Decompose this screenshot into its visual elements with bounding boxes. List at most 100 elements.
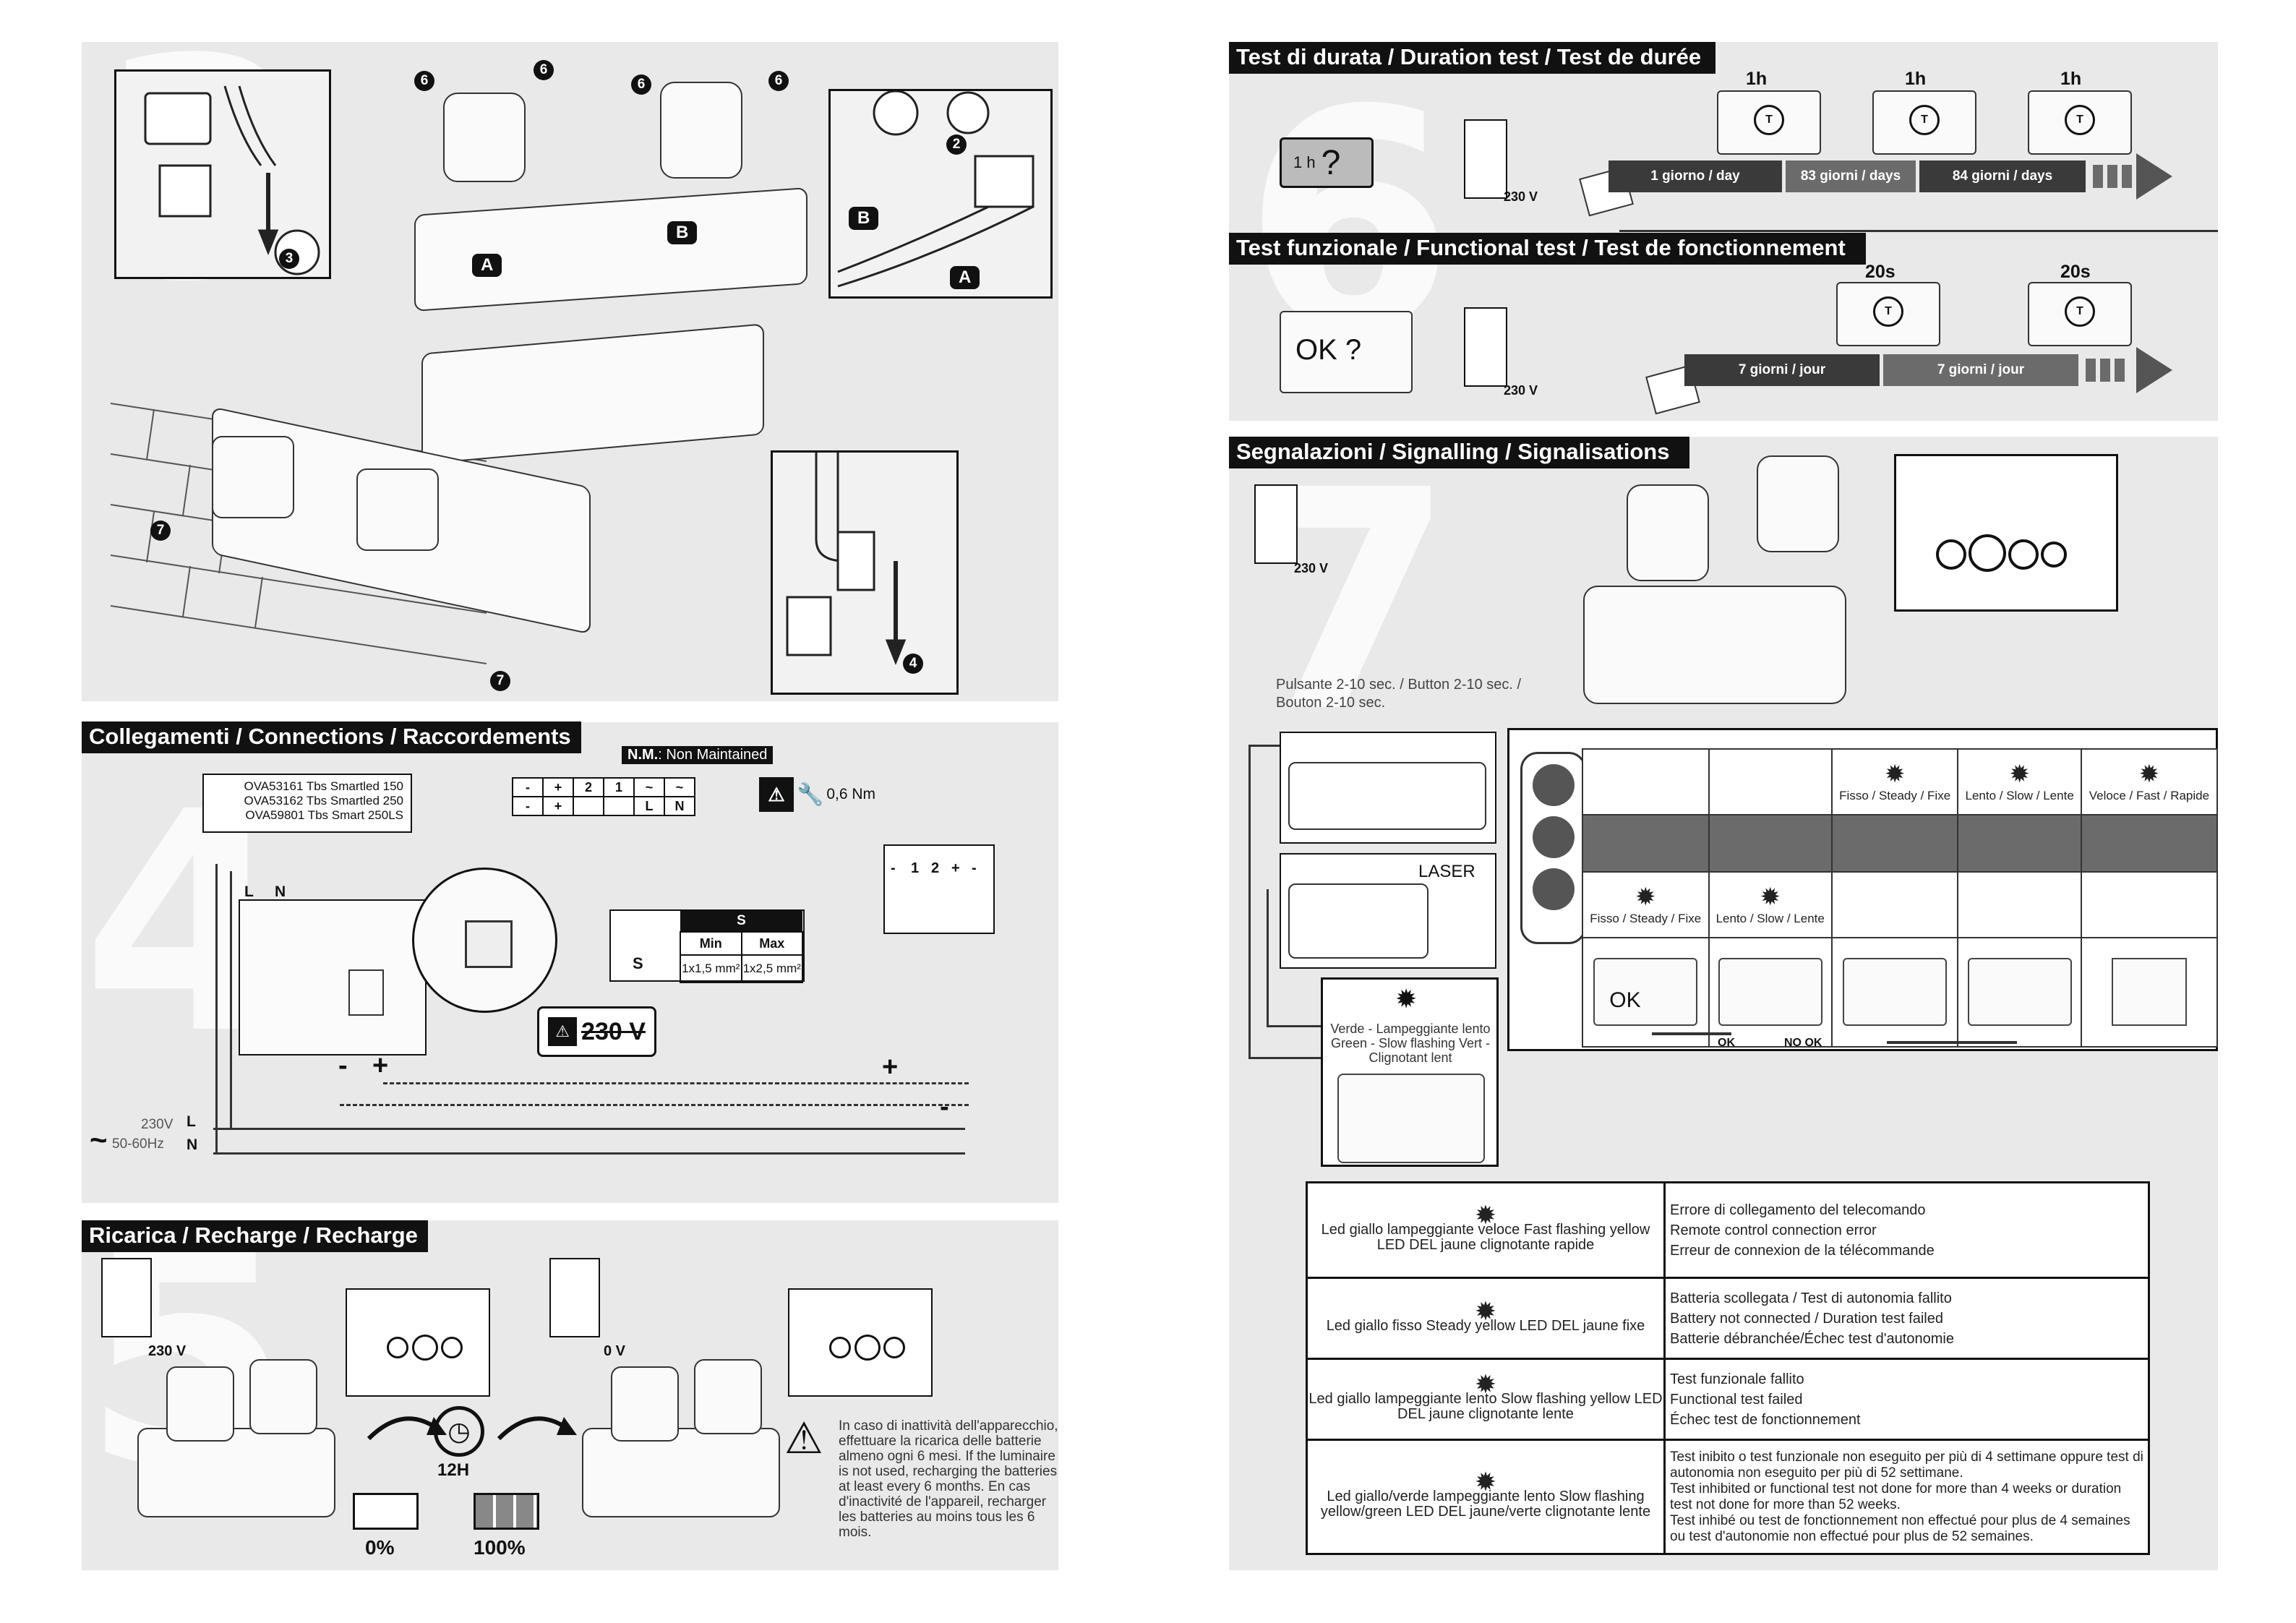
- marker-6: 6: [631, 74, 651, 95]
- plug-label: 2: [931, 860, 940, 876]
- model-item: OVA53162 Tbs Smartled 250: [244, 794, 403, 808]
- legend-meaning: Functional test failed: [1670, 1391, 1803, 1408]
- functional-bar-2: 7 giorni / jour: [1883, 354, 2078, 386]
- led-indicator: [829, 1337, 851, 1358]
- timeline-separator: [1619, 230, 2218, 232]
- luminaire-test-icon: [1337, 1074, 1485, 1163]
- feedback-arrow: [1887, 1041, 2017, 1044]
- signal-row-results: OK: [1582, 936, 2219, 1048]
- legend-meaning: Test inibito o test funzionale non esegu…: [1670, 1449, 2143, 1481]
- breaker-on: [101, 1258, 152, 1337]
- luminaire-test-icon: T: [1872, 90, 1976, 155]
- legend-led-desc: Led giallo/verde lampeggiante lento Slow…: [1320, 1489, 1651, 1520]
- led-indicator: [2041, 541, 2067, 568]
- legend-meaning-cell: Errore di collegamento del telecomando R…: [1663, 1181, 2150, 1279]
- timeline-arrow-icon: [2136, 153, 2172, 200]
- plug-label: +: [951, 860, 960, 876]
- functional-bar-1: 7 giorni / jour: [1684, 354, 1880, 386]
- legend-led-desc: Led giallo lampeggiante lento Slow flash…: [1308, 1391, 1663, 1422]
- marker-7: 7: [490, 671, 510, 691]
- marker-3: 3: [279, 249, 299, 269]
- terminal-cell: 2: [573, 777, 604, 797]
- wire-n-drop: [215, 864, 218, 1153]
- terminal-table: - + 2 1 ~ ~ - + L N: [512, 777, 695, 816]
- led-indicator: [2008, 539, 2039, 570]
- supply-frequency: 50-60Hz: [112, 1136, 164, 1152]
- wire-l: [213, 1128, 965, 1130]
- supply-voltage: 230V: [141, 1117, 174, 1132]
- bus-n-label: N: [187, 1136, 198, 1153]
- duration-bar-1: 1 giorno / day: [1609, 160, 1782, 192]
- signal-top-label: Veloce / Fast / Rapide: [2089, 789, 2210, 803]
- led-indicator: [441, 1337, 463, 1358]
- install-panel: 3 3 A B 6 6 6 6 7: [82, 42, 1058, 701]
- torque-value: 0,6 Nm: [826, 786, 876, 802]
- legend-meaning-cell: Test inibito o test funzionale non esegu…: [1663, 1439, 2150, 1555]
- signal-cell: ✹Veloce / Fast / Rapide: [2080, 748, 2219, 815]
- tilde-icon: ~: [90, 1123, 108, 1157]
- breaker-icon: [1254, 484, 1298, 564]
- signal-grid: ✹Fisso / Steady / Fixe ✹Lento / Slow / L…: [1582, 748, 2219, 1048]
- breaker-voltage: 230 V: [1504, 189, 1538, 204]
- sun-icon: ✹: [2009, 761, 2030, 789]
- minus-sign: -: [940, 1092, 949, 1122]
- result-ok: OK: [1609, 988, 1641, 1013]
- nm-text: : Non Maintained: [658, 747, 768, 763]
- legend-meaning: Test inhibé ou test de fonctionnement no…: [1670, 1512, 2130, 1544]
- wire-minus: [340, 1104, 969, 1106]
- terminal-cell: ~: [633, 777, 665, 797]
- timeline-arrow-icon: [2136, 347, 2172, 393]
- sun-icon: ✹: [1474, 1200, 1497, 1230]
- breaker-off-voltage: 0 V: [604, 1343, 626, 1359]
- legend-meaning: Erreur de connexion de la télécommande: [1670, 1242, 1935, 1259]
- button-press-device: [1288, 762, 1486, 830]
- legend-led-cell: ✹Led giallo fisso Steady yellow LED DEL …: [1306, 1277, 1666, 1360]
- signal-cell: [1957, 936, 2082, 1048]
- led-legend-table: ✹Led giallo lampeggiante veloce Fast fla…: [1306, 1181, 2150, 1555]
- arrow-ok-label: OK: [1718, 1037, 1735, 1049]
- led-indicator: [387, 1337, 408, 1358]
- signal-cell: OK: [1582, 936, 1710, 1048]
- cable-section-box: S S Min Max 1x1,5 mm² 1x2,5 mm²: [609, 909, 805, 983]
- cable-value-row: 1x1,5 mm² 1x2,5 mm²: [680, 954, 803, 983]
- luminaire-signalling: [1583, 586, 1846, 704]
- control-module: [239, 899, 427, 1055]
- connector-closeup: [412, 868, 557, 1013]
- lamp-head-right: [249, 1359, 317, 1434]
- screwdriver-icon: 🔧: [797, 782, 824, 807]
- battery-empty-pct: 0%: [365, 1536, 395, 1559]
- legend-row: ✹Led giallo lampeggiante lento Slow flas…: [1306, 1358, 2150, 1441]
- plug-label: -: [972, 860, 977, 876]
- bus-l-label: L: [187, 1113, 196, 1130]
- breaker-off: [549, 1258, 600, 1337]
- legend-meaning: Batterie débranchée/Échec test d'autonom…: [1670, 1330, 1954, 1347]
- recharge-warning-text: In caso di inattività dell'apparecchio, …: [839, 1418, 1058, 1540]
- bracket-line: [1248, 745, 1251, 1059]
- legend-meaning: Battery not connected / Duration test fa…: [1670, 1310, 1943, 1327]
- plug-label: -: [891, 860, 896, 876]
- signalling-header: Segnalazioni / Signalling / Signalisatio…: [1229, 437, 1690, 468]
- bar-continuation: [2093, 165, 2132, 188]
- duration-mark: 1h: [1905, 69, 1927, 89]
- ok-question: OK ?: [1295, 334, 1362, 366]
- lamp-head-left: [1627, 484, 1709, 581]
- model-item: OVA59801 Tbs Smart 250LS: [245, 808, 403, 822]
- terminal-cell: -: [512, 777, 544, 797]
- button-caption: Pulsante 2-10 sec. / Button 2-10 sec. / …: [1276, 677, 1522, 711]
- nm-badge: N.M.: Non Maintained: [622, 746, 774, 764]
- luminaire-emergency: [582, 1428, 780, 1517]
- cable-s-label: S: [633, 954, 643, 972]
- signal-cell: ✹Fisso / Steady / Fixe: [1830, 748, 1959, 815]
- bracket-line: [1248, 1057, 1321, 1059]
- marker-6: 6: [768, 71, 789, 91]
- bar-continuation: [2086, 359, 2125, 382]
- led-indicator: [883, 1337, 905, 1358]
- signal-row-bottom: ✹Fisso / Steady / Fixe ✹Lento / Slow / L…: [1582, 870, 2219, 938]
- luminaire-test-icon: T: [2028, 282, 2132, 346]
- sun-icon: ✹: [1395, 984, 1418, 1014]
- label-a: A: [950, 266, 980, 289]
- luminaire-test-icon: T: [2028, 90, 2132, 155]
- lamp-head-right: [660, 82, 742, 179]
- cable-min-value: 1x1,5 mm²: [680, 954, 742, 983]
- lamp-head-left: [166, 1366, 234, 1442]
